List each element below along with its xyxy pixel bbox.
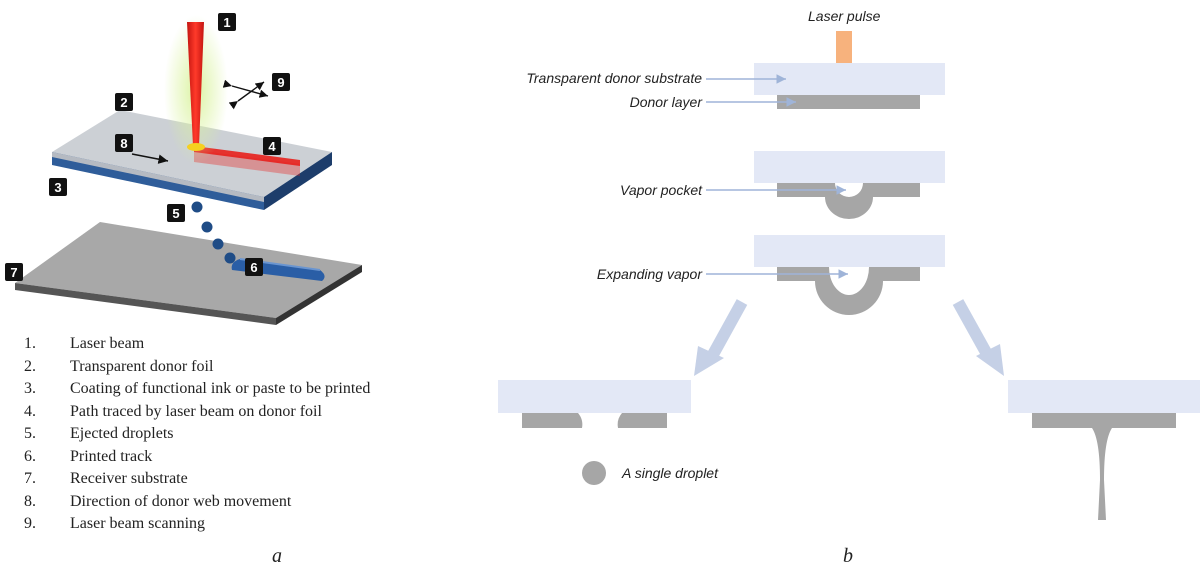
badge-3: 3 bbox=[49, 178, 67, 196]
donor-layer-label: Donor layer bbox=[629, 94, 702, 110]
legend-item-number: 9. bbox=[24, 515, 36, 533]
panel-label-a: a bbox=[272, 545, 282, 567]
laser-pulse-label: Laser pulse bbox=[808, 8, 881, 24]
expanding-vapor-label: Expanding vapor bbox=[596, 266, 702, 282]
legend-item-number: 4. bbox=[24, 402, 36, 420]
legend-item-text: Path traced by laser beam on donor foil bbox=[70, 402, 322, 420]
badge-1: 1 bbox=[218, 13, 236, 31]
legend-item: 6. Printed track bbox=[24, 446, 370, 469]
badge-5: 5 bbox=[167, 204, 185, 222]
single-droplet-label: A single droplet bbox=[622, 465, 718, 481]
panel-label-b: b bbox=[843, 545, 853, 567]
liquid-jet bbox=[1032, 413, 1176, 520]
legend-item-text: Transparent donor foil bbox=[70, 357, 214, 375]
donor-substrate-3 bbox=[754, 235, 945, 267]
receiver-substrate bbox=[15, 222, 362, 325]
ejected-droplets bbox=[191, 201, 236, 264]
legend-item: 1. Laser beam bbox=[24, 333, 370, 356]
badge-4: 4 bbox=[263, 137, 281, 155]
badge-7: 7 bbox=[5, 263, 23, 281]
badge-6: 6 bbox=[245, 258, 263, 276]
legend-item: 8. Direction of donor web movement bbox=[24, 491, 370, 514]
single-droplet bbox=[582, 461, 606, 485]
donor-layer-left-b bbox=[617, 413, 667, 428]
legend-item-number: 8. bbox=[24, 492, 36, 510]
donor-layer-left-a bbox=[522, 413, 583, 428]
legend-item: 7. Receiver substrate bbox=[24, 468, 370, 491]
legend-item-text: Coating of functional ink or paste to be… bbox=[70, 380, 371, 398]
donor-substrate-right bbox=[1008, 380, 1200, 413]
legend-item-number: 5. bbox=[24, 425, 36, 443]
badge-2: 2 bbox=[115, 93, 133, 111]
legend-item: 3. Coating of functional ink or paste to … bbox=[24, 378, 370, 401]
donor-layer-2 bbox=[777, 183, 920, 219]
legend-item-text: Direction of donor web movement bbox=[70, 492, 292, 510]
donor-substrate-2 bbox=[754, 151, 945, 183]
transparent-donor-substrate-label: Transparent donor substrate bbox=[526, 70, 702, 86]
flow-arrow-left bbox=[694, 299, 748, 376]
panel-a-drawing bbox=[15, 15, 362, 325]
legend-item-text: Ejected droplets bbox=[70, 425, 174, 443]
legend-item: 5. Ejected droplets bbox=[24, 423, 370, 446]
web-direction-arrow bbox=[131, 153, 169, 164]
donor-layer-1 bbox=[777, 95, 920, 109]
legend-item-number: 6. bbox=[24, 447, 36, 465]
legend-item-number: 3. bbox=[24, 380, 36, 398]
legend-item-text: Printed track bbox=[70, 447, 153, 465]
donor-substrate-left bbox=[498, 380, 691, 413]
flow-arrow-right bbox=[952, 299, 1004, 376]
badge-8: 8 bbox=[115, 134, 133, 152]
legend-item-number: 1. bbox=[24, 335, 36, 353]
laser-spot bbox=[187, 143, 205, 151]
legend-item-text: Laser beam bbox=[70, 335, 145, 353]
vapor-pocket-label: Vapor pocket bbox=[620, 182, 702, 198]
donor-layer-3 bbox=[777, 267, 920, 315]
laser-beam bbox=[187, 22, 204, 146]
legend-item: 2. Transparent donor foil bbox=[24, 356, 370, 379]
legend-item: 4. Path traced by laser beam on donor foi… bbox=[24, 401, 370, 424]
legend-item: 9. Laser beam scanning bbox=[24, 513, 370, 536]
badge-9: 9 bbox=[272, 73, 290, 91]
legend-list: 1. Laser beam 2. Transparent donor foil 3.… bbox=[24, 333, 370, 536]
legend-item-number: 7. bbox=[24, 470, 36, 488]
panel-b-drawing bbox=[498, 31, 1200, 520]
legend-item-text: Laser beam scanning bbox=[70, 515, 206, 533]
scanning-arrows bbox=[222, 79, 269, 110]
legend-item-number: 2. bbox=[24, 357, 36, 375]
legend-item-text: Receiver substrate bbox=[70, 470, 188, 488]
